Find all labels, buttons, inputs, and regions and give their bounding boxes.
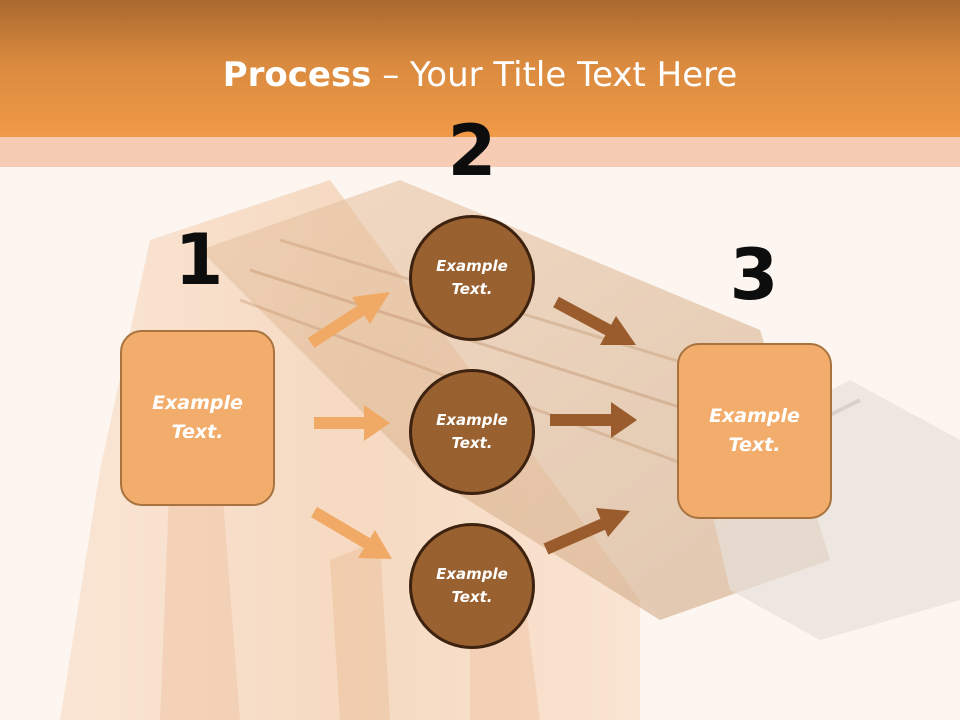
arrow-top-to-right (553, 296, 636, 345)
slide-title: Process – Your Title Text Here (0, 52, 960, 98)
circle-top[interactable]: Example Text. (409, 215, 535, 341)
circle-bottom-text: Example Text. (436, 565, 508, 606)
step-number-2: 2 (447, 110, 497, 192)
arrow-left-to-bottom (310, 506, 392, 559)
title-bold: Process (222, 55, 372, 95)
header-band (0, 0, 960, 137)
left-process-box[interactable]: Example Text. (120, 330, 275, 506)
circle-bottom[interactable]: Example Text. (409, 523, 535, 649)
arrow-left-to-middle (314, 405, 390, 441)
step-number-3: 3 (729, 234, 779, 316)
circle-top-text: Example Text. (436, 257, 508, 298)
arrow-bottom-to-right (543, 508, 630, 555)
arrow-middle-to-right (550, 402, 637, 438)
right-process-box[interactable]: Example Text. (677, 343, 832, 519)
arrow-left-to-top (307, 292, 390, 349)
header-stripe (0, 137, 960, 167)
right-box-text: Example Text. (709, 405, 800, 456)
left-box-text: Example Text. (152, 392, 243, 443)
step-number-1: 1 (174, 219, 224, 301)
circle-middle[interactable]: Example Text. (409, 369, 535, 495)
circle-middle-text: Example Text. (436, 411, 508, 452)
title-rest: – Your Title Text Here (371, 55, 738, 95)
